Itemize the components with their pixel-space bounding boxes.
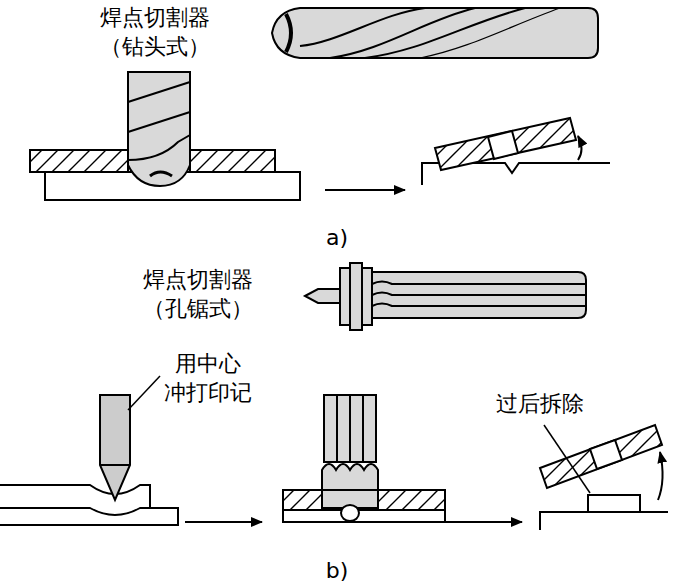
tool-label: 焊点切割器 （钻头式） — [100, 4, 210, 61]
figure-label: a) — [326, 224, 348, 253]
center-punch — [0, 376, 178, 525]
process-arrow — [185, 521, 262, 523]
drill-cutter — [272, 8, 598, 58]
hole-saw-cutting — [283, 395, 445, 522]
process-arrow — [325, 189, 405, 191]
step-note: 用中心 冲打印记 — [164, 350, 252, 407]
process-arrow — [445, 521, 522, 523]
tool-label: 焊点切割器 （孔锯式） — [143, 266, 253, 323]
separated-plates-slug — [540, 425, 668, 530]
separated-plates — [422, 118, 610, 185]
step-note: 过后拆除 — [496, 390, 584, 419]
figure-label: b) — [326, 557, 349, 586]
hole-saw-cutter — [305, 263, 586, 330]
drill-bit — [128, 72, 190, 186]
